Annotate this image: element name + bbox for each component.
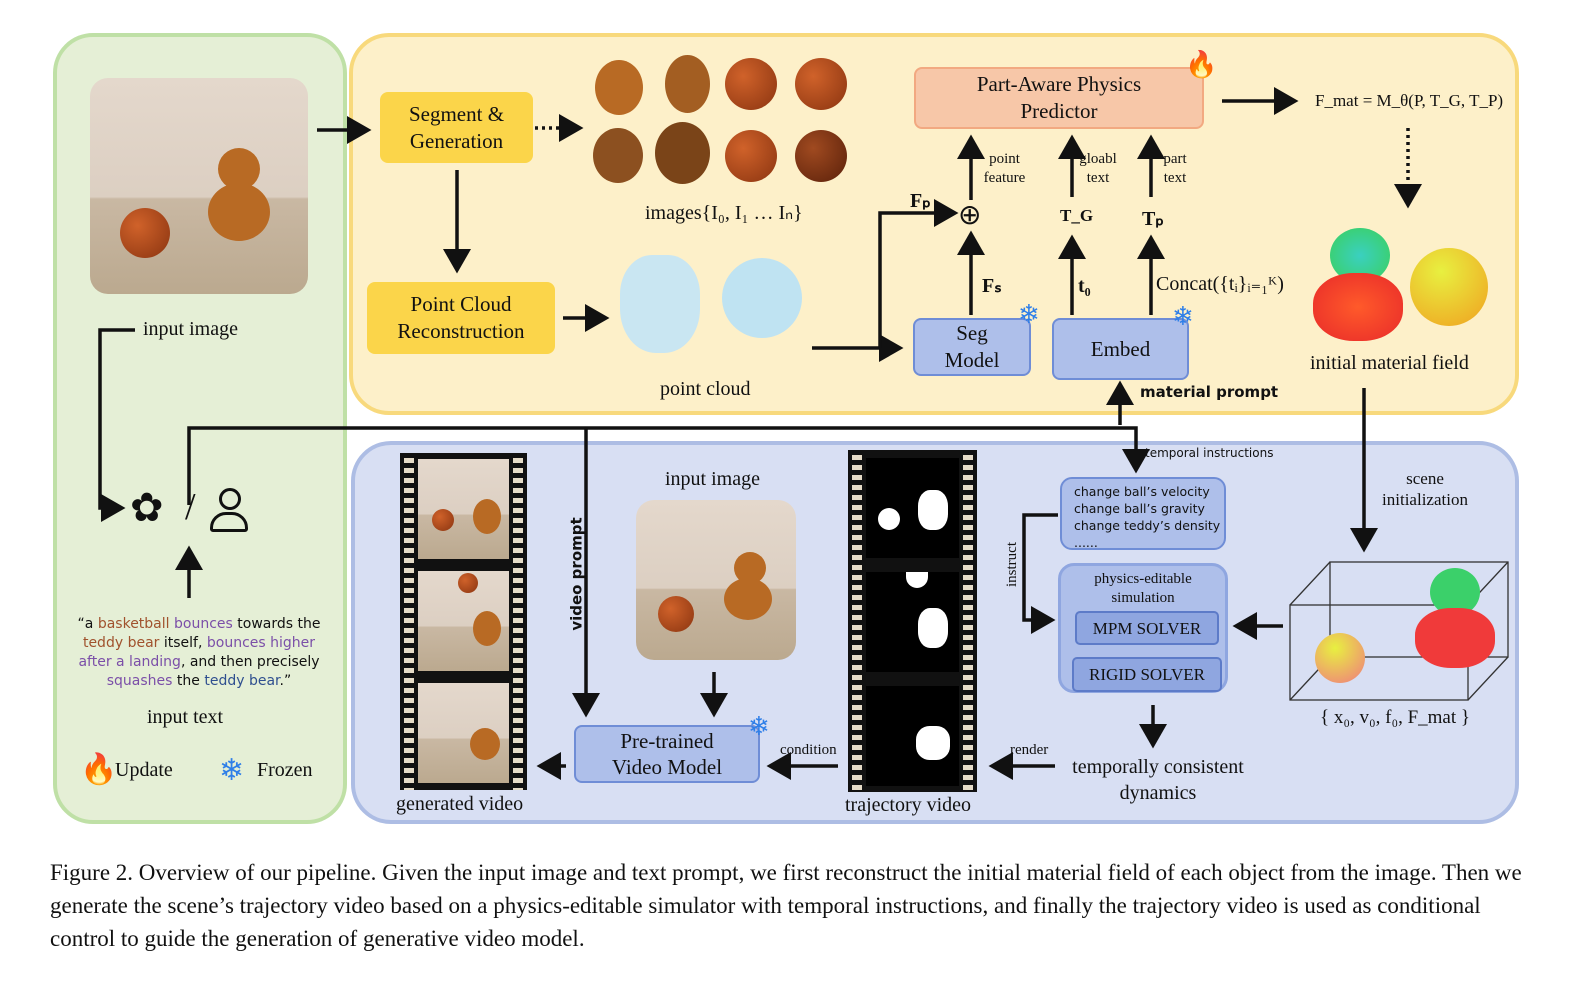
slash: / xyxy=(185,486,196,528)
trajectory-video-label: trajectory video xyxy=(845,794,972,816)
legend-update: Update xyxy=(115,759,173,781)
material-formula: F_mat = M_θ(P, T_G, T_P) xyxy=(1315,91,1504,110)
point-cloud-label: point cloud xyxy=(660,378,751,400)
fp-label: Fₚ xyxy=(910,190,931,212)
input-image xyxy=(90,78,308,294)
snowflake-icon: ❄ xyxy=(748,712,770,741)
prompt-segment: teddy bear xyxy=(82,635,160,651)
fs-label: Fₛ xyxy=(982,275,1002,297)
initial-material-field-label: initial material field xyxy=(1310,352,1469,374)
condition-label: condition xyxy=(780,742,837,758)
scene-objects xyxy=(1310,568,1500,683)
prompt-segment: bounces higher after a landing xyxy=(78,635,316,670)
part-text-label: part text xyxy=(1163,151,1187,186)
instructions-box: change ball’s velocity change ball’s gra… xyxy=(1060,477,1226,550)
point-feature-label: point feature xyxy=(983,151,1026,186)
scene-state-label: { x₀, v₀, f₀, F_mat } xyxy=(1320,707,1470,728)
temporally-consistent-dynamics-label: temporally consistent dynamics xyxy=(1072,756,1244,804)
prompt-segment: the xyxy=(172,673,205,689)
instruction-item: change ball’s velocity xyxy=(1074,484,1210,499)
embed-box: Embed xyxy=(1052,318,1189,380)
input-text-label: input text xyxy=(147,706,224,728)
instruction-item: change teddy’s density xyxy=(1074,518,1221,533)
concat-label: Concat({tᵢ}ᵢ₌₁ᴷ) xyxy=(1156,273,1284,295)
arrow xyxy=(98,328,135,522)
input-image-label: input image xyxy=(143,318,238,340)
snowflake-icon: ❄ xyxy=(219,754,245,787)
prompt-segment: teddy bear xyxy=(204,673,280,689)
rigid-solver-box: RIGID SOLVER xyxy=(1072,657,1222,692)
input-image-label-bottom: input image xyxy=(665,468,760,490)
prompt-segment: , and then precisely xyxy=(180,654,320,670)
prompt-segment: “a xyxy=(77,616,98,632)
snowflake-icon: ❄ xyxy=(1172,302,1194,331)
prompt-segment: .” xyxy=(279,673,292,689)
global-text-label: gloabl text xyxy=(1079,151,1117,186)
fire-icon: 🔥 xyxy=(1185,50,1218,79)
prompt-segment: basketball xyxy=(97,616,170,632)
prompt-segment: towards the xyxy=(232,616,321,632)
chatgpt-icon: ✿ xyxy=(130,485,164,530)
physics-sim-title: physics-editable simulation xyxy=(1094,571,1192,606)
figure-caption: Figure 2. Overview of our pipeline. Give… xyxy=(50,860,1522,951)
generated-video-film xyxy=(400,453,527,790)
trajectory-video-film xyxy=(848,450,977,792)
seg-model-box: Seg Model xyxy=(913,318,1031,376)
prompt-segment: itself, xyxy=(159,635,207,651)
arrow xyxy=(1022,513,1058,634)
legend-frozen: Frozen xyxy=(257,759,313,781)
scene-initialization-label: scene initialization xyxy=(1382,469,1468,509)
mpm-solver-box: MPM SOLVER xyxy=(1075,611,1219,645)
segment-generation-box: Segment & Generation xyxy=(380,92,533,163)
tp-label: Tₚ xyxy=(1142,208,1164,230)
oplus-symbol: ⊕ xyxy=(958,200,982,231)
generated-video-label: generated video xyxy=(396,793,524,815)
instruction-item: ...... xyxy=(1074,535,1098,550)
fire-icon: 🔥 xyxy=(80,753,118,786)
point-cloud-reconstruction-box: Point Cloud Reconstruction xyxy=(367,282,555,354)
t0-label: t₀ xyxy=(1078,275,1091,297)
arrow xyxy=(878,199,959,348)
material-prompt-label: material prompt xyxy=(1140,383,1279,401)
temporal-instructions-label: temporal instructions xyxy=(1145,446,1274,460)
initial-material-field-visual xyxy=(1305,228,1490,343)
render-label: render xyxy=(1010,742,1049,758)
prompt-segment: squashes xyxy=(106,673,173,689)
arrow xyxy=(187,426,1150,505)
input-image-bottom xyxy=(636,500,796,660)
pretrained-video-model-box: Pre-trained Video Model xyxy=(574,725,760,783)
generated-images xyxy=(585,50,855,190)
video-prompt-label: video prompt xyxy=(567,517,586,631)
tg-label: T_G xyxy=(1060,206,1094,225)
instruct-label: instruct xyxy=(1004,542,1020,587)
snowflake-icon: ❄ xyxy=(1018,300,1040,329)
prompt-segment: bounces xyxy=(174,616,233,632)
images-label: images{I₀, I₁ … Iₙ} xyxy=(645,202,803,224)
person-icon xyxy=(208,488,248,532)
part-aware-physics-predictor: Part-Aware Physics Predictor xyxy=(914,67,1204,129)
instruction-item: change ball’s gravity xyxy=(1074,501,1205,516)
point-cloud-visual xyxy=(620,255,805,355)
input-text-prompt: “a basketball bounces towards the teddy … xyxy=(68,615,330,691)
